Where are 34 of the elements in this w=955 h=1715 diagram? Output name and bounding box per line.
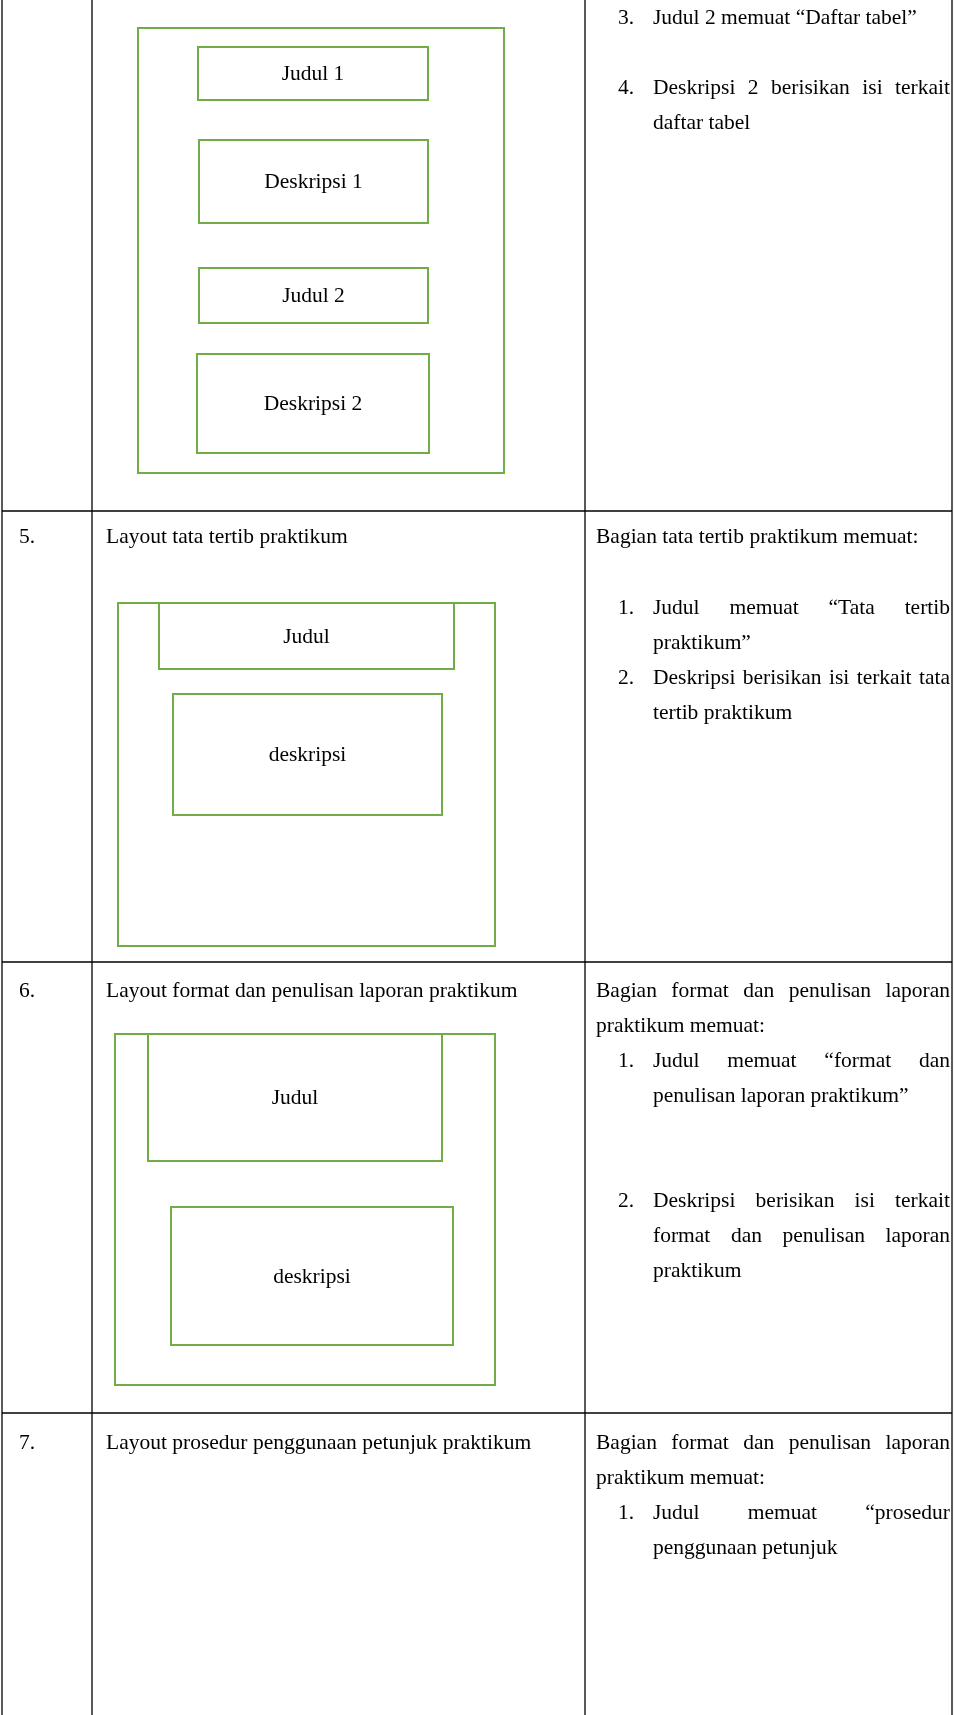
layout-frame: [117, 602, 496, 947]
layout-box: deskripsi: [170, 1206, 454, 1346]
layout-box: Deskripsi 1: [198, 139, 429, 224]
list-number: 2.: [618, 1187, 636, 1214]
list-item-text: Judul memuat “prosedur penggunaan petunjuk: [653, 1499, 950, 1561]
layout-box: Judul: [147, 1033, 443, 1162]
cell-text: Layout format dan penulisan laporan praktikum: [106, 977, 519, 1004]
list-item-text: Judul 2 memuat “Daftar tabel”: [653, 4, 918, 31]
row-number: 6.: [19, 977, 37, 1004]
cell-text: Bagian format dan penulisan laporan praktikum memuat:: [596, 1429, 950, 1491]
list-number: 1.: [618, 1499, 636, 1526]
list-number: 3.: [618, 4, 636, 31]
layout-frame: [137, 27, 505, 474]
list-item-text: Judul memuat “Tata tertib praktikum”: [653, 594, 950, 656]
layout-box: Judul 2: [198, 267, 429, 324]
list-item-text: Deskripsi berisikan isi terkait format dan penulisan laporan praktikum: [653, 1187, 950, 1284]
row-number: 5.: [19, 523, 37, 550]
layout-frame: [114, 1033, 496, 1386]
list-number: 4.: [618, 74, 636, 101]
list-number: 2.: [618, 664, 636, 691]
cell-text: Bagian tata tertib praktikum memuat:: [596, 523, 920, 550]
list-number: 1.: [618, 594, 636, 621]
cell-text: Layout prosedur penggunaan petunjuk praktikum: [106, 1429, 533, 1456]
list-number: 1.: [618, 1047, 636, 1074]
cell-text: Bagian format dan penulisan laporan praktikum memuat:: [596, 977, 950, 1039]
list-item-text: Deskripsi 2 berisikan isi terkait daftar tabel: [653, 74, 950, 136]
row-number: 7.: [19, 1429, 37, 1456]
layout-box: Judul: [158, 602, 455, 670]
cell-text: Layout tata tertib praktikum: [106, 523, 349, 550]
layout-box: Deskripsi 2: [196, 353, 430, 454]
layout-box: Judul 1: [197, 46, 429, 101]
layout-box: deskripsi: [172, 693, 443, 816]
list-item-text: Judul memuat “format dan penulisan laporan praktikum”: [653, 1047, 950, 1109]
list-item-text: Deskripsi berisikan isi terkait tata tertib praktikum: [653, 664, 950, 726]
